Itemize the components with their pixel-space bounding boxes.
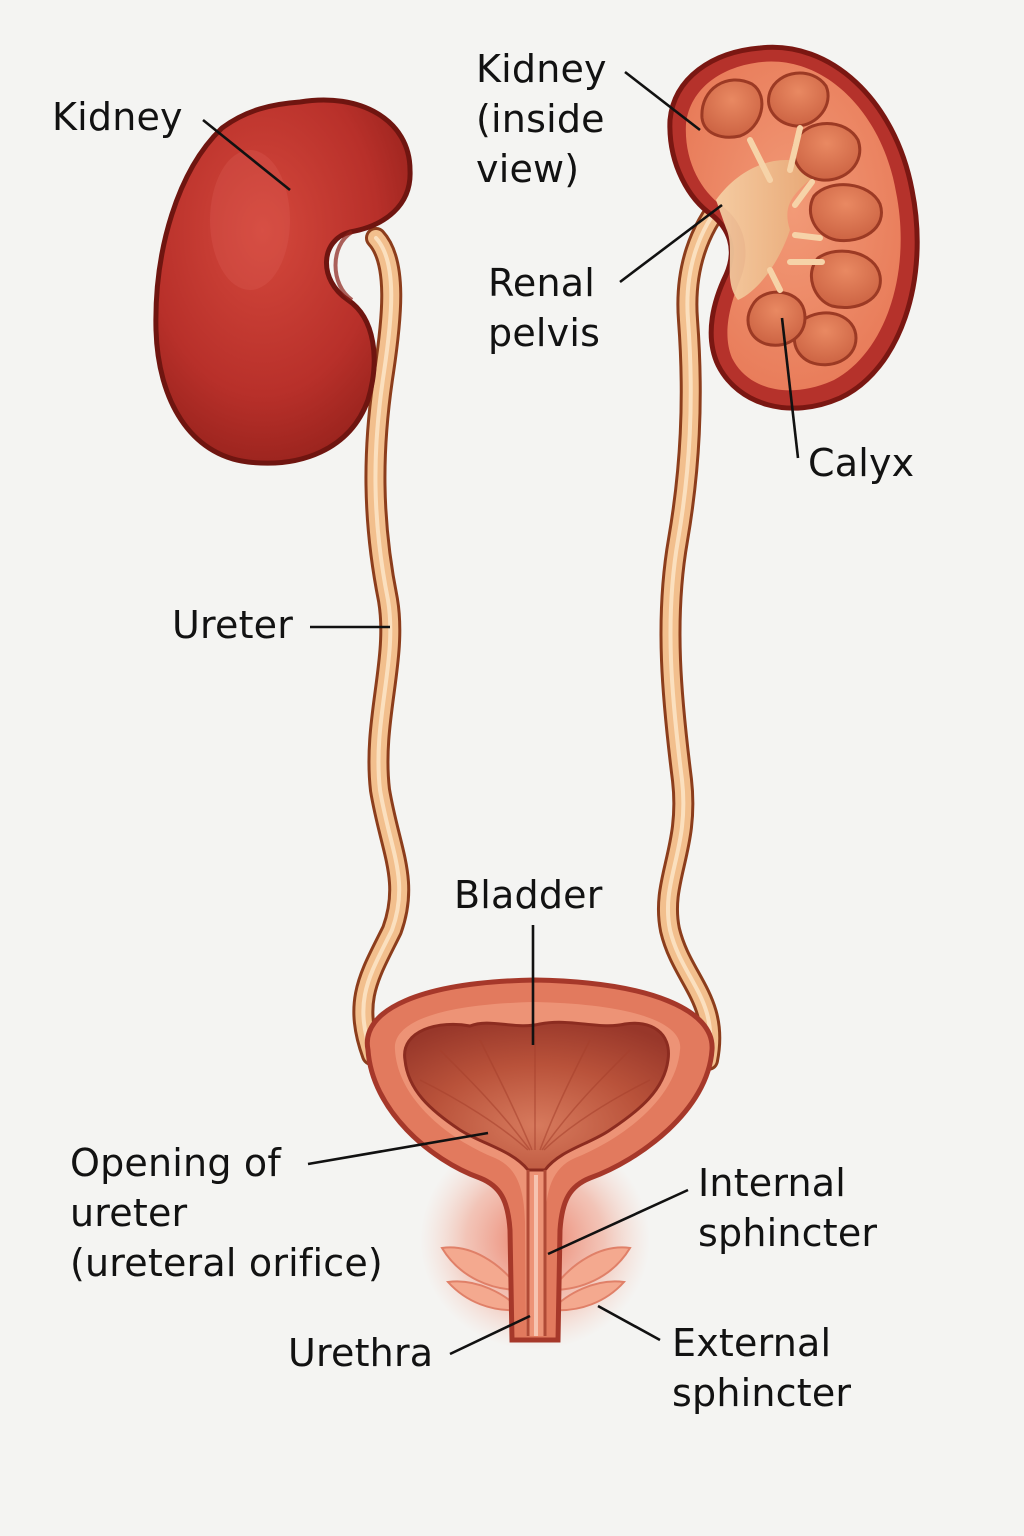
leader-lines [202, 70, 800, 1356]
label-external-sphincter: External sphincter [672, 1321, 852, 1415]
leader-kidney-inside [624, 70, 701, 132]
renal-pyramids [700, 71, 883, 367]
right-ureter [656, 189, 735, 1071]
leader-opening-of-ureter [307, 1131, 489, 1166]
right-kidney-section [667, 44, 920, 411]
left-kidney [153, 97, 413, 466]
label-bladder: Bladder [454, 873, 603, 917]
label-kidney-inside-view: Kidney (inside view) [476, 47, 607, 191]
leader-renal-pelvis [619, 203, 723, 284]
left-ureter [352, 227, 411, 1066]
leader-internal-sphincter [547, 1188, 689, 1256]
bladder [364, 977, 715, 1343]
leader-external-sphincter [597, 1304, 661, 1342]
leader-calyx [780, 317, 800, 459]
leader-urethra [449, 1314, 531, 1356]
label-kidney: Kidney [52, 95, 183, 139]
label-urethra: Urethra [288, 1331, 434, 1375]
label-renal-pelvis: Renal pelvis [488, 261, 601, 355]
label-calyx: Calyx [808, 441, 915, 485]
label-ureter: Ureter [172, 603, 294, 647]
leader-kidney [202, 118, 291, 192]
label-opening-of-ureter: Opening of ureter (ureteral orifice) [70, 1141, 383, 1285]
label-internal-sphincter: Internal sphincter [698, 1161, 878, 1255]
